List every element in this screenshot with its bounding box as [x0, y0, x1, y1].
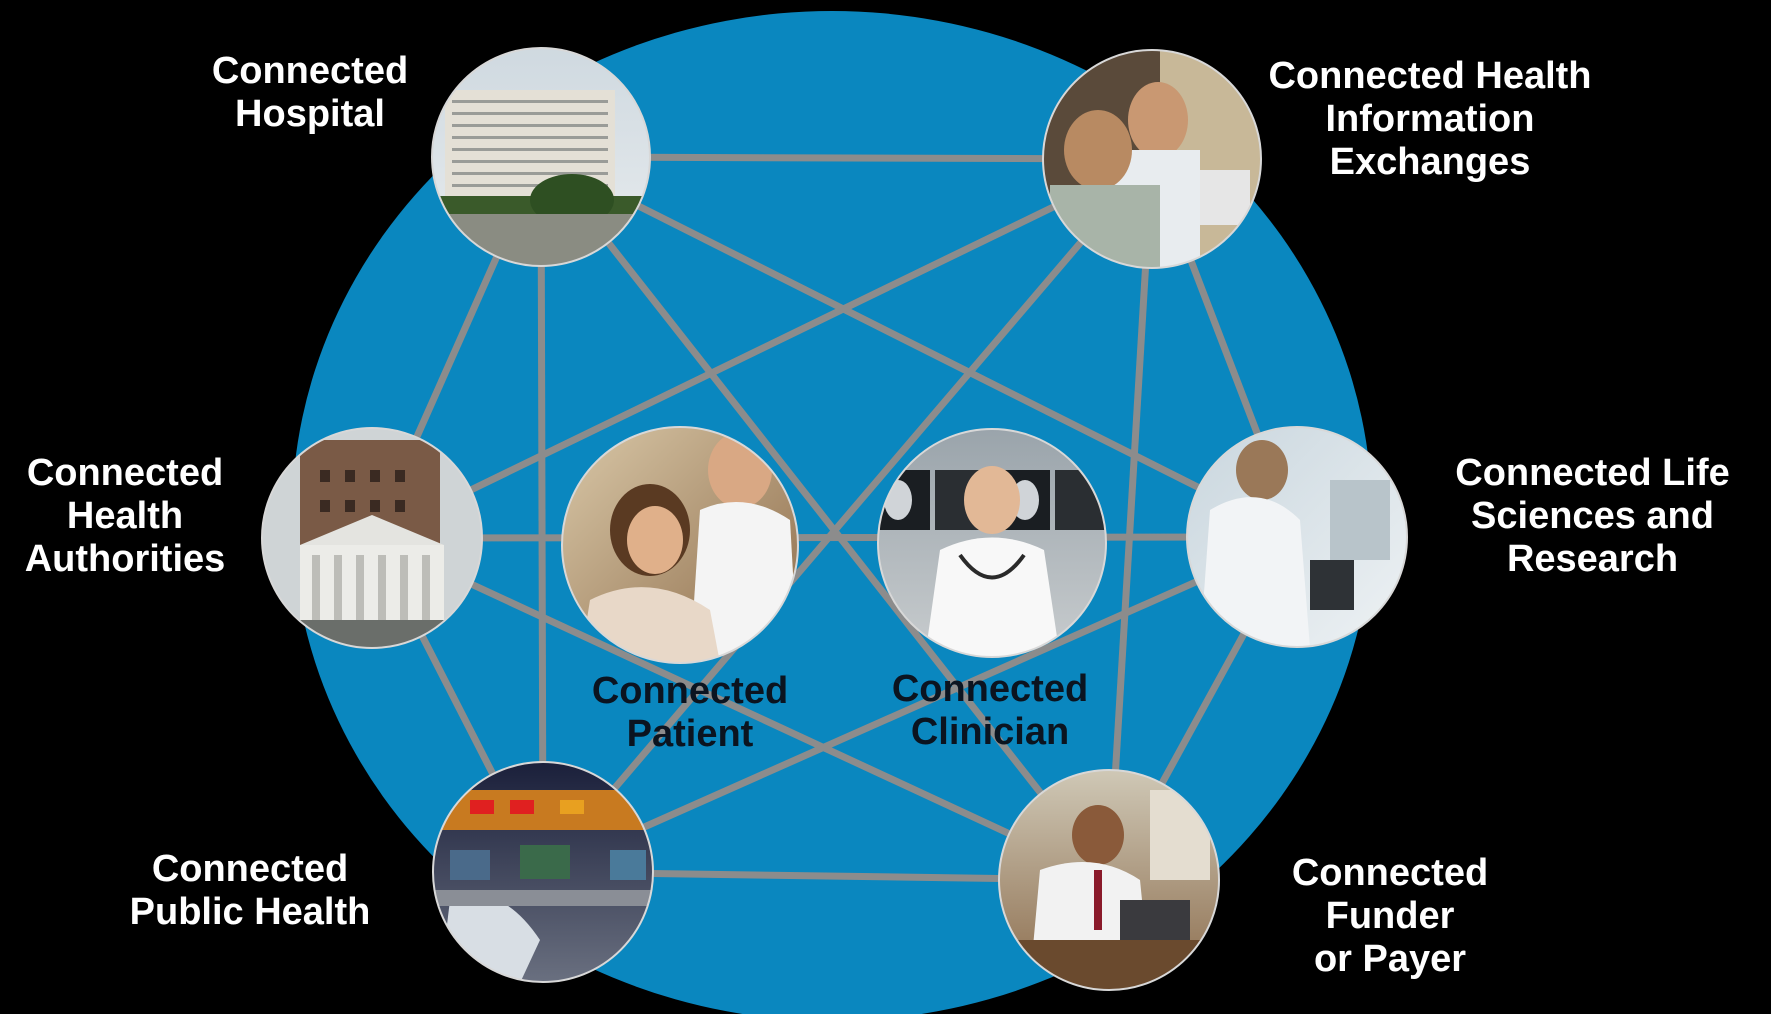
- control-room-photo: [432, 761, 654, 983]
- connector-line: [540, 156, 1155, 875]
- public-health-label: Connected Public Health: [129, 848, 371, 933]
- researcher-microscope-photo: [1186, 426, 1408, 648]
- hospital-building-photo: [431, 47, 651, 267]
- clinician-label: Connected Clinician: [891, 668, 1089, 753]
- connector-line: [537, 156, 547, 873]
- authorities-label: Connected Health Authorities: [24, 452, 226, 580]
- connector-line: [370, 534, 1111, 884]
- life-sciences-label: Connected Life Sciences and Research: [1455, 452, 1730, 580]
- connector-line: [538, 154, 1112, 883]
- connector-line: [370, 155, 1154, 542]
- funder-label: Connected Funder or Payer: [1291, 852, 1489, 980]
- hie-label: Connected Health Information Exchanges: [1268, 55, 1592, 183]
- patient-with-doctor-photo: [561, 426, 799, 664]
- patient-label: Connected Patient: [591, 670, 789, 755]
- hospital-label: Connected Hospital: [211, 50, 409, 135]
- connector-line: [1105, 158, 1156, 881]
- connector-line: [541, 533, 1299, 876]
- clinician-with-stethoscope-photo: [877, 428, 1107, 658]
- businessman-laptop-photo: [998, 769, 1220, 991]
- connector-line: [371, 533, 1298, 542]
- connector-line: [539, 153, 1299, 541]
